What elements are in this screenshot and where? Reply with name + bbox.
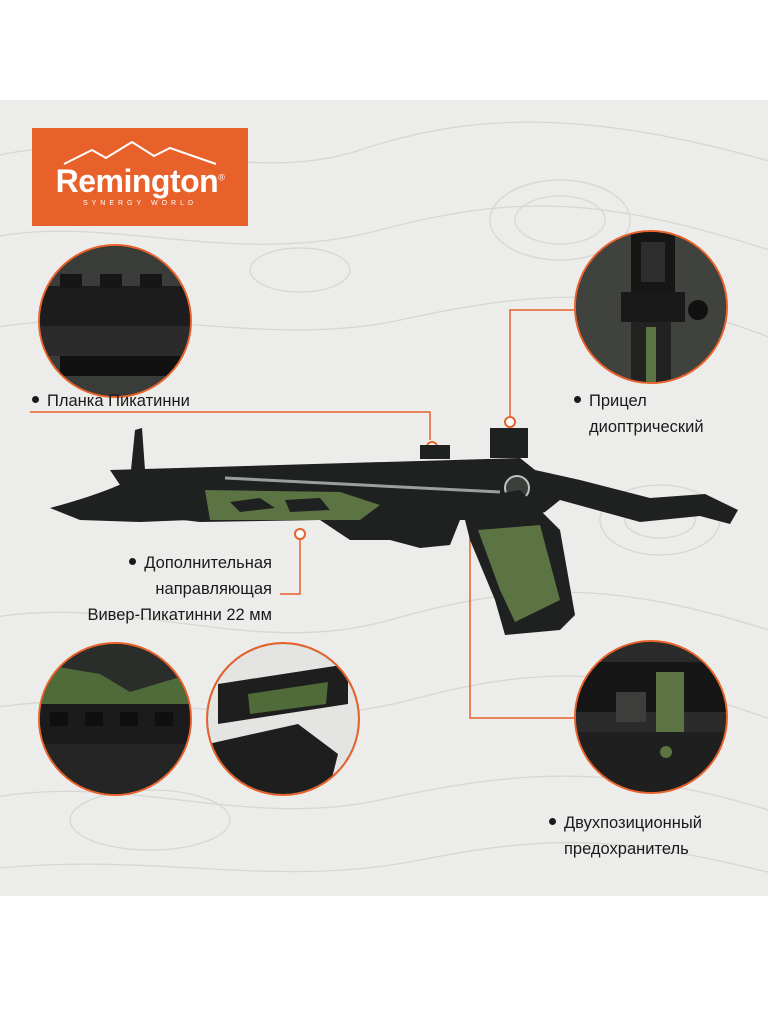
detail-circle-rail [38,642,192,796]
label-picatinny: Планка Пикатинни [32,388,190,414]
bullet-icon [549,818,556,826]
detail-circle-picatinny [38,244,192,398]
bullet-icon [129,558,137,566]
brand-logo: Remington® SYNERGY WORLD [32,128,248,226]
label-rail: Дополнительная направляющая Вивер-Пикати… [87,554,272,624]
detail-circle-sight [574,230,728,384]
brand-name: Remington® [55,163,225,199]
brand-tagline: SYNERGY WORLD [82,200,198,207]
detail-circle-rail-side [206,642,360,796]
bullet-icon [32,396,39,404]
label-safety: Двухпозиционный предохранитель [549,810,702,862]
mountain-logo-icon [63,140,217,165]
label-sight: Прицел диоптрический [574,388,704,440]
bullet-icon [574,396,581,404]
